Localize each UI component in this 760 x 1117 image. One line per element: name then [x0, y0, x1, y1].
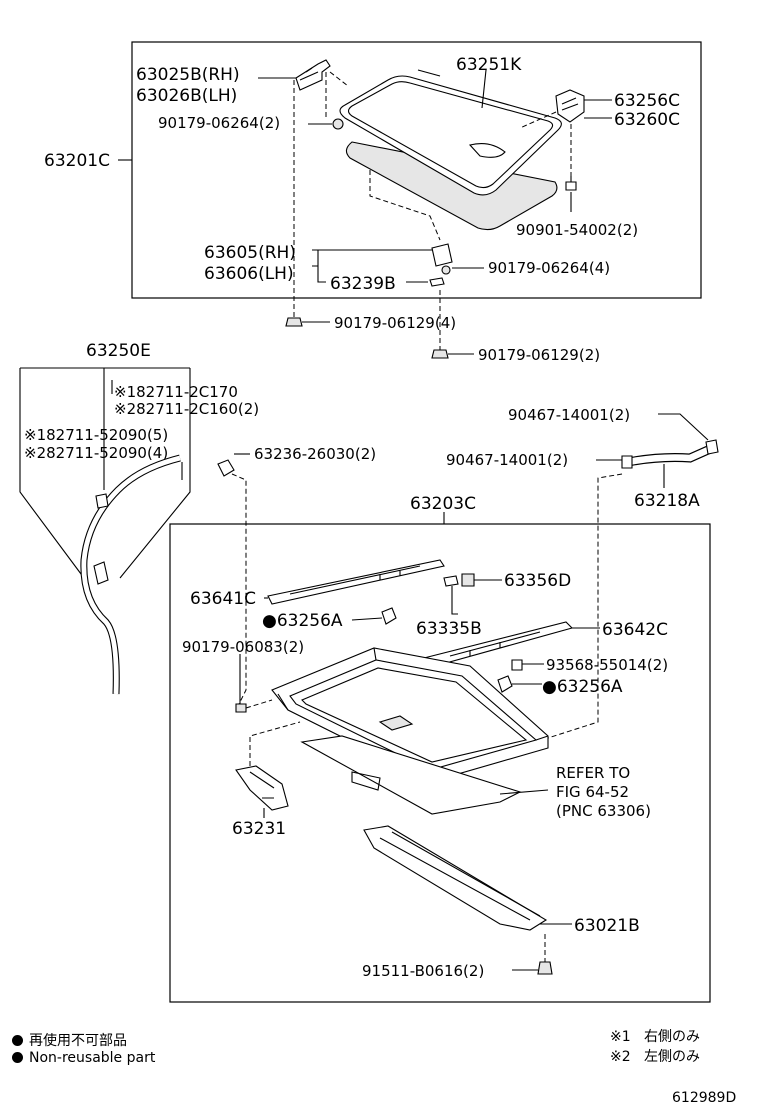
leader-63335B — [451, 586, 458, 615]
dash-right-glass — [519, 111, 557, 129]
label-63218A: 63218A — [634, 491, 700, 511]
figure-id: 612989D — [672, 1090, 737, 1106]
label-90179-06264-2: 90179-06264(2) — [158, 114, 280, 132]
bolt-90179-06083 — [235, 703, 247, 713]
legend-non-reusable-jp: 再使用不可部品 — [12, 1030, 127, 1050]
dash-hose-frame — [547, 473, 623, 739]
dash-bolt-frame — [245, 699, 273, 709]
label-90179-06083: 90179-06083(2) — [182, 638, 304, 656]
bolt-90179-06264-top — [332, 118, 344, 130]
leader-refer — [499, 789, 549, 795]
clip-63256A-lower — [497, 675, 513, 693]
bullet-icon — [12, 1052, 23, 1063]
nut-90179-06129-2 — [431, 349, 449, 359]
clip-63256A-upper — [381, 607, 397, 625]
drain-hose-63218A — [621, 439, 719, 469]
hose-clamp-1 — [95, 493, 109, 509]
leader-63256A-1 — [351, 617, 383, 621]
part-63335B — [443, 575, 459, 587]
sunroof-frame — [271, 647, 549, 783]
leader-63251K — [481, 69, 487, 109]
dash-left-glass — [329, 71, 349, 87]
label-91511: 91511-B0616(2) — [362, 962, 484, 980]
dash-glass-bottom — [369, 170, 441, 241]
label-63260C: 63260C — [614, 110, 680, 130]
label-90467-b: 90467-14001(2) — [446, 451, 568, 469]
leader-63239B — [317, 266, 428, 283]
label-82711-2C160: ※282711-2C160(2) — [114, 400, 259, 418]
label-63605: 63605(RH) — [204, 243, 296, 263]
label-63641C: 63641C — [190, 589, 256, 609]
label-90179-06264-4: 90179-06264(4) — [488, 259, 610, 277]
screw-90901-54002 — [565, 176, 577, 191]
label-63251K: 63251K — [456, 55, 522, 75]
leader-90467-a — [658, 413, 709, 441]
label-63256A-2: ●63256A — [542, 677, 623, 697]
panel-63021B — [363, 825, 548, 931]
drain-hose — [80, 454, 181, 695]
leader-63251K-a — [417, 69, 441, 77]
label-82711-52090-5: ※182711-52090(5) — [24, 426, 168, 444]
label-63256A-1: ●63256A — [262, 611, 343, 631]
bracket-63231 — [235, 765, 289, 811]
dash-63231-frame — [249, 721, 301, 766]
label-90179-06129-2: 90179-06129(2) — [478, 346, 600, 364]
glass-bracket-bottom — [429, 243, 453, 287]
label-63026B: 63026B(LH) — [136, 86, 237, 106]
label-63642C: 63642C — [602, 620, 668, 640]
label-63239B: 63239B — [330, 274, 396, 294]
label-refer-fig: FIG 64-52 — [556, 783, 629, 801]
label-63606: 63606(LH) — [204, 264, 294, 284]
label-refer-pnc: (PNC 63306) — [556, 802, 651, 820]
leader-63605 — [312, 249, 432, 267]
label-63335B: 63335B — [416, 619, 482, 639]
hinge-bracket-left — [295, 59, 331, 91]
clip-63236-26030 — [217, 459, 235, 477]
hose-clamp-2 — [93, 561, 109, 585]
label-90901: 90901-54002(2) — [516, 221, 638, 239]
rail-63641C — [267, 559, 445, 605]
label-93568: 93568-55014(2) — [546, 656, 668, 674]
label-82711-52090-4: ※282711-52090(4) — [24, 444, 168, 462]
label-63025B: 63025B(RH) — [136, 65, 240, 85]
nut-90179-06129-4 — [285, 317, 303, 327]
label-63250E: 63250E — [86, 341, 151, 361]
shim-63239B — [429, 277, 445, 287]
sunroof-glass — [339, 75, 562, 231]
hinge-bracket-right — [555, 89, 585, 123]
hose-group-bracket — [19, 367, 191, 579]
label-63356D: 63356D — [504, 571, 571, 591]
dash-clip-frame — [231, 473, 247, 711]
legend-note-2: ※2 左側のみ — [610, 1049, 700, 1065]
label-90179-06129-4: 90179-06129(4) — [334, 314, 456, 332]
label-63201C: 63201C — [44, 151, 110, 171]
label-63256C: 63256C — [614, 91, 680, 111]
bullet-icon — [12, 1035, 23, 1046]
frame-assembly-box — [169, 523, 711, 1003]
label-90467-a: 90467-14001(2) — [508, 406, 630, 424]
screw-91511 — [537, 961, 553, 975]
legend-note-1: ※1 右側のみ — [610, 1029, 700, 1045]
part-63356D — [461, 573, 475, 587]
label-63203C: 63203C — [410, 494, 476, 514]
glass-assembly-box — [131, 41, 702, 299]
label-63021B: 63021B — [574, 916, 640, 936]
sunshade-ref-63306 — [300, 735, 522, 815]
label-refer-to: REFER TO — [556, 764, 630, 782]
label-63231: 63231 — [232, 819, 286, 839]
label-82711-2C170: ※182711-2C170 — [114, 383, 238, 401]
legend-non-reusable-en: Non-reusable part — [12, 1050, 155, 1066]
screw-93568 — [511, 659, 523, 671]
label-63236: 63236-26030(2) — [254, 445, 376, 463]
